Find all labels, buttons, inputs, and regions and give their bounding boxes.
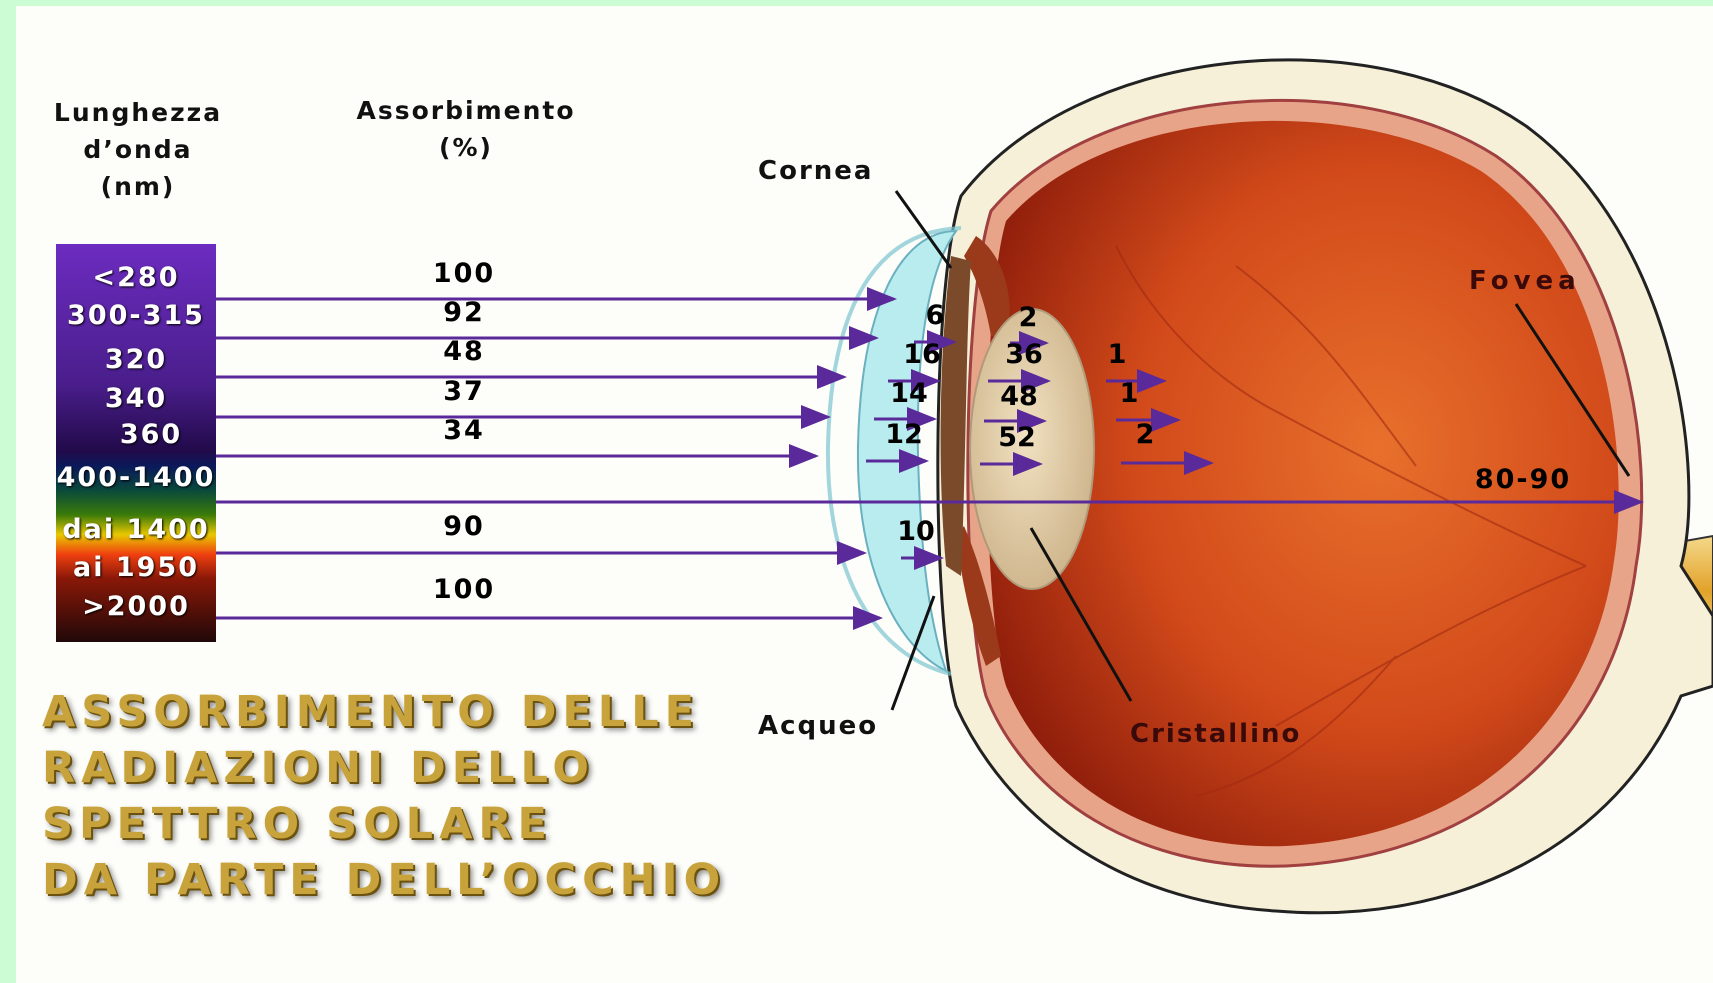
title-line-1: ASSORBIMENTO DELLE — [42, 684, 722, 740]
absorption-value-1: 100 — [414, 258, 514, 289]
wavelength-header-line-3: (nm) — [38, 168, 238, 205]
absorption-value-3: 48 — [414, 336, 514, 367]
lens-value-4: 52 — [987, 422, 1047, 453]
wavelength-row-5: 360 — [71, 419, 231, 450]
absorption-value-6: 90 — [414, 511, 514, 542]
cornea-value-1: 6 — [905, 300, 965, 331]
title-line-4: DA PARTE DELL’OCCHIO — [42, 852, 722, 908]
title-line-2: RADIAZIONI DELLO — [42, 740, 722, 796]
wavelength-row-6: 400-1400 — [56, 462, 216, 493]
diagram-canvas: Lunghezza d’onda (nm) Assorbimento (%) <… — [16, 6, 1713, 983]
vitreous-value-2: 1 — [1099, 378, 1159, 409]
lens-value-1: 2 — [998, 302, 1058, 333]
cornea-value-4: 12 — [874, 419, 934, 450]
wavelength-header-line-1: Lunghezza — [38, 94, 238, 131]
absorption-header-line-1: Assorbimento — [346, 92, 586, 129]
lens-label: Cristallino — [1130, 719, 1301, 749]
cornea-value-2: 16 — [892, 339, 952, 370]
absorption-value-5: 34 — [414, 415, 514, 446]
cornea-value-3: 14 — [879, 378, 939, 409]
vitreous-value-3: 2 — [1115, 419, 1175, 450]
wavelength-row-9: >2000 — [56, 591, 216, 622]
vitreous-value-1: 1 — [1087, 339, 1147, 370]
wavelength-row-2: 300-315 — [56, 300, 216, 331]
wavelength-header: Lunghezza d’onda (nm) — [38, 94, 238, 205]
wavelength-row-8: ai 1950 — [56, 552, 216, 583]
lens-value-2: 36 — [994, 339, 1054, 370]
cornea-label: Cornea — [758, 156, 873, 186]
absorption-value-2: 92 — [414, 297, 514, 328]
absorption-header-line-2: (%) — [346, 129, 586, 166]
fovea-label: Fovea — [1469, 266, 1581, 296]
absorption-value-4: 37 — [414, 376, 514, 407]
wavelength-row-1: <280 — [56, 262, 216, 293]
absorption-value-7: 100 — [414, 574, 514, 605]
fovea-value: 80-90 — [1468, 464, 1578, 495]
lens-value-3: 48 — [989, 381, 1049, 412]
aqueous-label: Acqueo — [758, 711, 878, 741]
absorption-header: Assorbimento (%) — [346, 92, 586, 166]
wavelength-header-line-2: d’onda — [38, 131, 238, 168]
wavelength-row-4: 340 — [56, 383, 216, 414]
wavelength-row-7: dai 1400 — [56, 514, 216, 545]
diagram-title: ASSORBIMENTO DELLE RADIAZIONI DELLO SPET… — [42, 684, 722, 908]
wavelength-row-3: 320 — [56, 344, 216, 375]
title-line-3: SPETTRO SOLARE — [42, 796, 722, 852]
cornea-value-5: 10 — [886, 516, 946, 547]
